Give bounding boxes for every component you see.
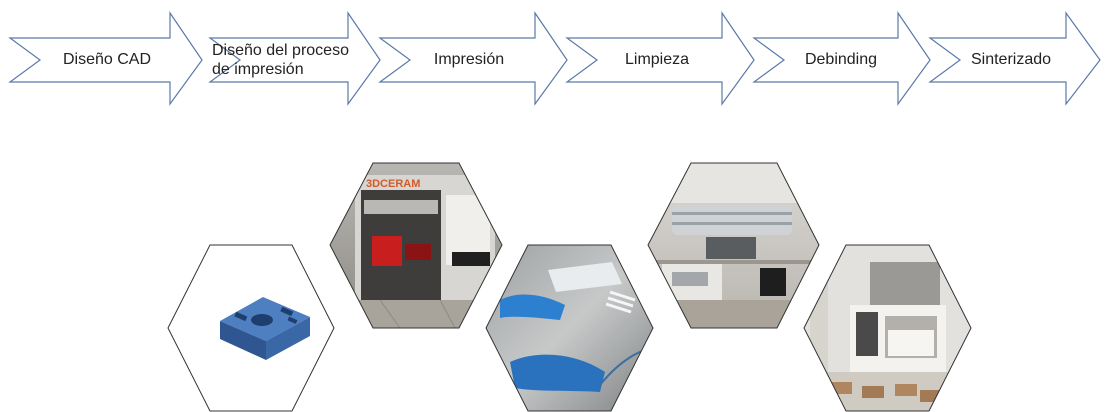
photo-cad-model (168, 245, 334, 411)
arrow-step-4 (565, 11, 755, 106)
step-label-diseno-proceso: Diseño del proceso de impresión (212, 41, 370, 79)
step-label-sinterizado: Sinterizado (970, 51, 1052, 68)
step-label-debinding: Debinding (804, 51, 878, 68)
photo-3d-printer: 3DCERAM (330, 163, 502, 328)
photo-sintering-oven (804, 245, 971, 411)
printer-brand-label: 3DCERAM (366, 178, 420, 190)
arrow-step-1 (8, 11, 203, 106)
step-label-diseno-proceso-line2: de impresión (212, 61, 304, 78)
step-label-diseno-cad: Diseño CAD (62, 51, 152, 68)
cad-part-icon (220, 297, 310, 360)
step-label-impresion: Impresión (433, 51, 505, 68)
arrow-step-6 (928, 11, 1101, 106)
step-label-limpieza: Limpieza (624, 51, 690, 68)
arrow-step-3 (378, 11, 568, 106)
photo-cleaning (486, 245, 653, 411)
arrow-step-2 (208, 11, 381, 106)
step-label-diseno-proceso-line1: Diseño del proceso (212, 42, 349, 59)
arrow-step-5 (752, 11, 931, 106)
process-arrows (8, 11, 1101, 106)
photo-tube-furnace (648, 163, 819, 328)
